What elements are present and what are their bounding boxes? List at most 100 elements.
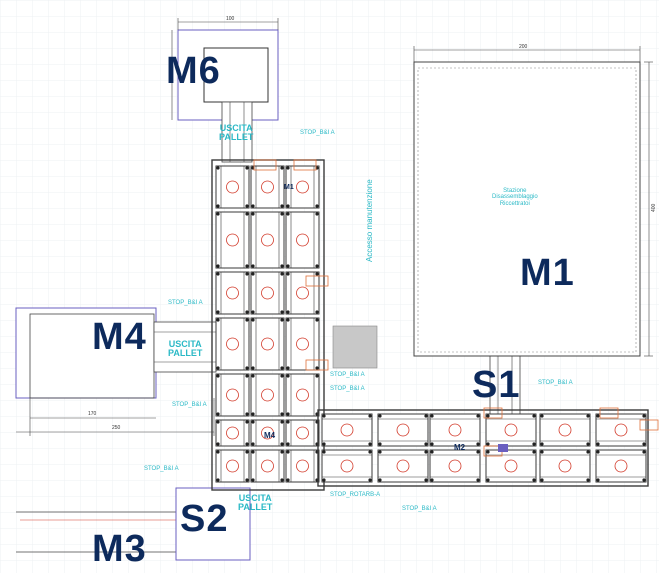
bolt [245,478,249,482]
bolt [430,450,434,454]
pallet-marker [226,180,239,194]
orange-stop [305,359,329,371]
uscita-pallet-mid: USCITA PALLET [168,339,203,359]
bolt [286,366,290,370]
pallet-marker [340,459,354,473]
pallet-marker [261,337,274,351]
bolt [424,442,428,446]
bolt [430,478,434,482]
pallet-marker [261,233,274,247]
module-frame [250,449,285,483]
stop-label: STOP_B&I A [144,466,179,472]
m6-width-dim: 100 [226,16,235,22]
bolt [251,318,255,322]
bolt [245,374,249,378]
inner-m2-label: M2 [454,443,466,452]
bolt [315,318,319,322]
bolt [251,412,255,416]
pallet-marker [448,423,462,437]
bolt [315,374,319,378]
bolt [368,442,372,446]
pallet-marker [296,459,309,473]
conveyor-module [429,413,481,447]
pallet-marker [226,426,239,440]
conveyor-module [429,449,481,483]
pallet-marker [226,233,239,247]
bolt [245,310,249,314]
bolt [596,414,600,418]
module-frame [377,413,429,447]
bolt [322,414,326,418]
pallet-marker [261,388,274,402]
bolt [586,442,590,446]
module-frame [250,165,285,209]
bolt [280,310,284,314]
bolt [378,450,382,454]
bolt [216,412,220,416]
bolt [251,420,255,424]
stop-label: STOP_ROTARB-A [330,492,381,498]
module-frame [215,317,250,371]
bolt [540,442,544,446]
conveyor-module [285,271,320,315]
machine-label-m3: M3 [92,528,147,570]
horizontal-frame [317,409,649,487]
bolt [642,478,646,482]
module-frame [485,413,537,447]
bolt [424,478,428,482]
orange-stop [305,275,329,287]
bolt [245,420,249,424]
conveyor-module [215,317,250,371]
conveyor-module [377,449,429,483]
conveyor-module [215,165,250,209]
module-frame [539,413,591,447]
pallet-marker [340,423,354,437]
conveyor-module [321,413,373,447]
conveyor-module [595,413,647,447]
module-frame [285,271,320,315]
bolt [315,204,319,208]
pallet-marker [261,426,274,440]
conveyor-module [215,271,250,315]
pallet-marker [504,459,518,473]
module-frame [429,449,481,483]
conveyor-module [250,271,285,315]
module-frame [215,449,250,483]
bolt [245,450,249,454]
machine-label-s1: S1 [472,364,521,406]
bolt [315,264,319,268]
bolt [424,414,428,418]
module-frame [321,413,373,447]
pallet-marker [396,423,410,437]
machine-label-s2: S2 [180,498,229,540]
module-frame [539,449,591,483]
pallet-marker [261,286,274,300]
bolt [286,412,290,416]
module-frame [429,413,481,447]
module-frame [215,373,250,417]
bolt [245,204,249,208]
conveyor-module [539,449,591,483]
bolt [280,374,284,378]
bolt [378,442,382,446]
bolt [216,442,220,446]
accesso-note: Accesso manutenzione [365,179,374,262]
bolt [540,450,544,454]
m4-outer-dim: 250 [112,425,121,431]
bolt [216,420,220,424]
orange-stop [483,407,503,419]
bolt [216,374,220,378]
bolt [642,442,646,446]
m1-width-dim: 200 [519,44,528,50]
bolt [280,420,284,424]
conveyor-module [250,165,285,209]
conveyor-module [285,317,320,371]
bolt [280,318,284,322]
bolt [251,272,255,276]
module-frame [321,449,373,483]
pallet-marker [226,286,239,300]
bolt [280,212,284,216]
bolt [486,414,490,418]
bolt [642,414,646,418]
